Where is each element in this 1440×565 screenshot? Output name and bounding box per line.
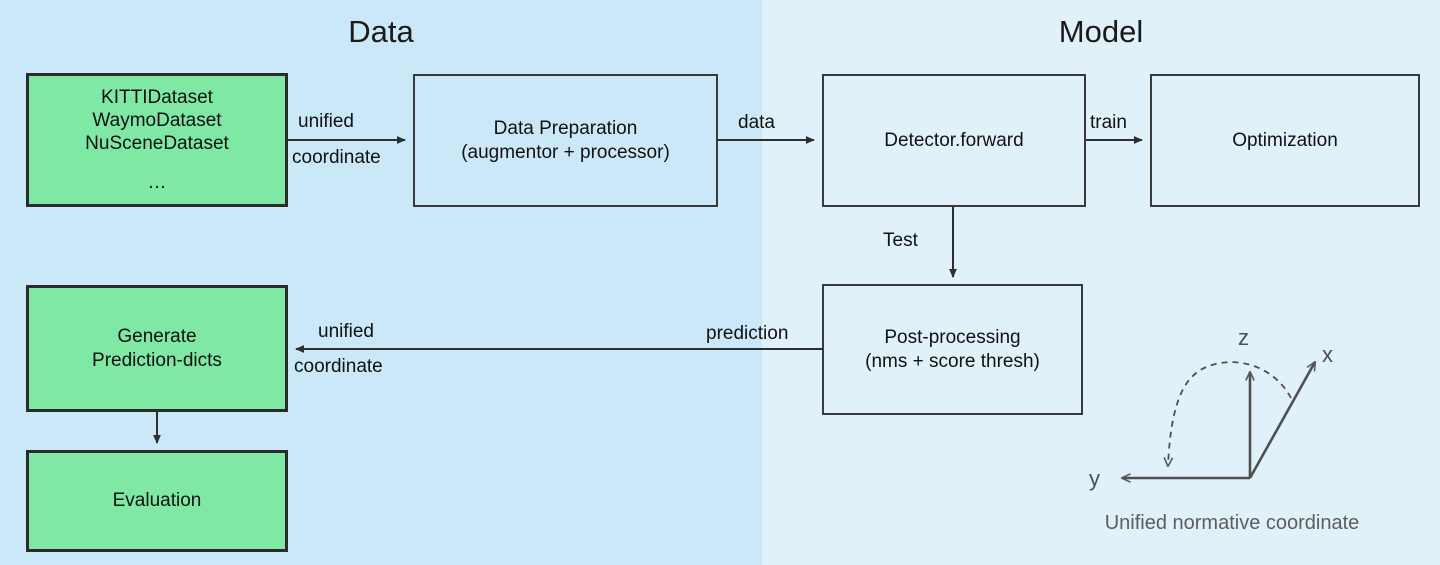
coordinate-caption: Unified normative coordinate [1104, 512, 1360, 534]
axis-label-x: x [1322, 342, 1333, 367]
node-datasets[interactable]: KITTIDataset WaymoDataset NuSceneDataset… [26, 73, 288, 207]
node-datasets-line-1: KITTIDataset [101, 86, 213, 108]
edge-label-data: data [738, 112, 775, 133]
panel-title-data: Data [348, 14, 414, 49]
node-optimization-line-1: Optimization [1232, 129, 1338, 151]
node-generate-prediction-dicts[interactable]: Generate Prediction-dicts [26, 285, 288, 412]
node-evaluation[interactable]: Evaluation [26, 450, 288, 552]
node-generate-line-2: Prediction-dicts [92, 349, 222, 371]
edge-label-unified-top: unified [298, 111, 354, 132]
edge-label-test: Test [883, 230, 918, 251]
node-post-processing-line-1: Post-processing [884, 327, 1021, 349]
axis-label-z: z [1238, 325, 1249, 350]
node-data-preparation[interactable]: Data Preparation (augmentor + processor) [413, 74, 718, 207]
edge-label-coordinate-bottom: coordinate [292, 147, 381, 168]
node-optimization[interactable]: Optimization [1150, 74, 1420, 207]
node-detector-forward-line-1: Detector.forward [884, 129, 1024, 151]
node-post-processing[interactable]: Post-processing (nms + score thresh) [822, 284, 1083, 415]
node-datasets-line-3: NuSceneDataset [85, 133, 229, 154]
edge-label-train: train [1090, 112, 1127, 133]
node-detector-forward[interactable]: Detector.forward [822, 74, 1086, 207]
edge-label-prediction: prediction [706, 323, 789, 344]
node-data-preparation-line-2: (augmentor + processor) [461, 141, 670, 163]
node-evaluation-line-1: Evaluation [112, 490, 202, 512]
panel-title-model: Model [1058, 14, 1144, 49]
axis-label-y: y [1089, 466, 1100, 491]
node-data-preparation-line-1: Data Preparation [493, 118, 638, 140]
edge-label-unified-bottom-row: unified [318, 321, 374, 342]
edge-label-coordinate-bottom-row: coordinate [294, 356, 383, 377]
node-generate-line-1: Generate [117, 326, 197, 348]
node-datasets-line-2: WaymoDataset [92, 109, 222, 131]
node-post-processing-line-2: (nms + score thresh) [865, 350, 1040, 372]
node-datasets-line-4: … [147, 172, 167, 194]
